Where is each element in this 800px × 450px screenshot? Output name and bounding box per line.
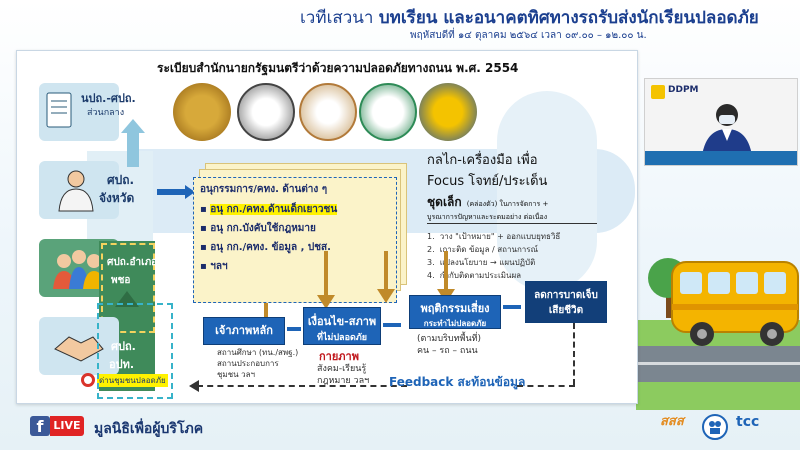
chain-arrow-1 — [287, 327, 301, 331]
ddpm-logo-text: DDPM — [668, 85, 699, 95]
arrow-head-1 — [185, 185, 195, 199]
gold-arrow-stem-2 — [324, 251, 328, 297]
province-label-1: ศปถ. — [107, 173, 135, 187]
scenery — [636, 258, 800, 410]
mechanism-step: 3. แปลงนโยบาย → แผนปฏิบัติ — [427, 258, 536, 267]
feedback-arrow — [197, 385, 407, 387]
family-icon — [709, 421, 721, 434]
live-badge: LIVE — [50, 416, 84, 436]
owner-sub: สถานศึกษา (ทน./สพฐ.) สถานประกอบการ ชุมชน… — [217, 348, 299, 379]
event-title: เวทีเสวนา บทเรียน และอนาคตทิศทางรถรับส่ง… — [300, 8, 759, 28]
org-name: มูลนิธิเพื่อผู้บริโภค — [94, 421, 204, 437]
mechanism-line-3: ชุดเล็ก (คล่องตัว) ในการจัดการ + — [427, 195, 549, 209]
committee-item: ▪ อนุ กก./คทง.ด้านเด็กเยาวชน — [200, 204, 338, 215]
condition-box: เงื่อนไข-สภาพ ที่ไม่ปลอดภัย — [303, 307, 381, 345]
slide-title: ระเบียบสำนักนายกรัฐมนตรีว่าด้วยความปลอดภ… — [157, 61, 519, 75]
committee-heading: อนุกรรมการ/คทง. ด้านต่าง ๆ — [200, 184, 328, 195]
gov-seal-1 — [173, 83, 231, 141]
up-arrow-1 — [127, 131, 139, 167]
mechanism-block: กลไก-เครื่องมือ เพื่อ Focus โจทย์/ประเด็… — [427, 149, 627, 282]
thaihealth-logo: สสส — [660, 414, 684, 429]
committee-item: ▪ ฯลฯ — [200, 261, 228, 272]
owner-box: เจ้าภาพหลัก — [203, 317, 285, 345]
local-icon-box — [39, 317, 119, 375]
local-label-2: อปท. — [109, 358, 135, 371]
gov-seal-5 — [419, 83, 477, 141]
gov-seal-3 — [299, 83, 357, 141]
target-icon — [81, 373, 95, 387]
district-frame — [101, 243, 155, 333]
ddpm-logo-icon — [651, 85, 665, 99]
mechanism-steps: 1. วาง "เป้าหมาย" + ออกแบบยุทธวิธี 2. เก… — [427, 230, 627, 282]
local-frame — [97, 303, 173, 399]
handshake-icon — [54, 336, 104, 362]
local-badge: ด่านชุมชนปลอดภัย — [97, 374, 168, 387]
foundation-logo-icon — [702, 414, 728, 440]
reduce-box: ลดการบาดเจ็บ เสียชีวิต — [525, 281, 607, 323]
video-banner — [645, 151, 797, 165]
gold-arrow-head-3 — [377, 289, 395, 303]
footer-bar: f LIVE มูลนิธิเพื่อผู้บริโภค สสส tcc — [0, 406, 800, 450]
chain-arrow-2 — [383, 323, 401, 327]
central-sublabel: ส่วนกลาง — [87, 108, 125, 118]
committee-pane: อนุกรรมการ/คทง. ด้านต่าง ๆ ▪ อนุ กก./คทง… — [193, 177, 397, 303]
mechanism-line-4: บูรณาการปัญหาและระดมอย่าง ต่อเนื่อง — [427, 212, 597, 224]
committee-item: ▪ อนุ กก./คทง. ข้อมูล , ปชส. — [200, 242, 331, 253]
flow-loop — [497, 91, 597, 291]
feedback-arrow-head — [189, 380, 199, 392]
district-label-2: พชอ — [111, 275, 131, 286]
feedback-segment — [517, 385, 575, 387]
mechanism-step: 2. เกาะติด ข้อมูล / สถานการณ์ — [427, 245, 538, 254]
gov-seal-2 — [237, 83, 295, 141]
mechanism-line-2: Focus โจทย์/ประเด็น — [427, 174, 548, 189]
tcc-logo: tcc — [736, 414, 760, 430]
mechanism-line-1: กลไก-เครื่องมือ เพื่อ — [427, 153, 538, 168]
event-datetime: พฤหัสบดีที่ ๑๔ ตุลาคม ๒๕๖๔ เวลา ๐๙.๐๐ – … — [410, 30, 647, 41]
facebook-icon: f — [30, 416, 50, 436]
mechanism-step: 1. วาง "เป้าหมาย" + ออกแบบยุทธวิธี — [427, 232, 561, 241]
feedback-riser — [573, 323, 577, 385]
condition-sub: สังคม-เรียนรู้ กฎหมาย วลฯ — [317, 364, 370, 386]
province-label-2: จังหวัด — [99, 191, 135, 205]
up-arrow-1-head — [121, 119, 145, 133]
behavior-sub: (ตามบริบทพื้นที่) คน – รถ – ถนน — [417, 334, 482, 356]
chain-arrow-3 — [503, 305, 521, 309]
central-label: นปถ.-ศปถ. — [81, 92, 136, 105]
committee-list: ▪ อนุ กก./คทง.ด้านเด็กเยาวชน ▪ อนุ กก.บั… — [200, 202, 390, 274]
mechanism-step: 4. กำกับติดตามประเมินผล — [427, 271, 522, 280]
gold-arrow-stem-4 — [444, 251, 448, 291]
arrow-province-committee — [157, 189, 187, 195]
committee-item: ▪ อนุ กก.บังคับใช้กฎหมาย — [200, 223, 316, 234]
physical-label: กายภาพ — [319, 350, 359, 363]
presentation-slide: ระเบียบสำนักนายกรัฐมนตรีว่าด้วยความปลอดภ… — [16, 50, 638, 404]
document-icon — [46, 92, 72, 128]
speaker-video: DDPM — [644, 78, 798, 166]
gov-seal-4 — [359, 83, 417, 141]
bus-icon — [671, 261, 799, 346]
feedback-label: Feedback สะท้อนข้อมูล — [389, 375, 526, 389]
officer-icon — [58, 170, 94, 212]
gold-arrow-head-2 — [317, 295, 335, 309]
district-label-1: ศปถ.อำเภอ — [107, 257, 158, 268]
gold-arrow-stem-3 — [384, 251, 388, 291]
gold-arrow-stem-1 — [264, 303, 268, 321]
behavior-box: พฤติกรรมเสี่ยง กระทำไม่ปลอดภัย — [409, 295, 501, 329]
province-icon-box — [39, 161, 119, 219]
central-box — [39, 83, 119, 141]
local-label-1: ศปถ. — [111, 340, 136, 353]
